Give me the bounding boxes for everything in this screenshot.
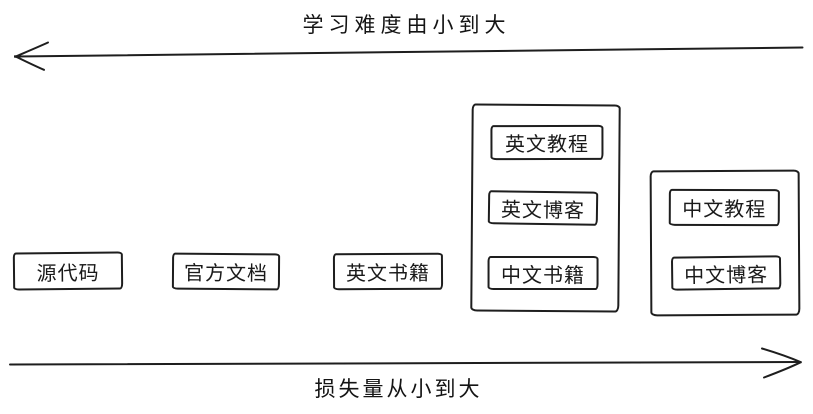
node-chinese-tutorials: 中文教程: [668, 188, 780, 227]
group-box-2: 中文教程 中文博客: [649, 169, 801, 317]
node-chinese-blogs: 中文博客: [670, 255, 782, 291]
node-chinese-books: 中文书籍: [487, 255, 599, 290]
node-english-tutorials: 英文教程: [490, 124, 604, 161]
node-official-docs: 官方文档: [171, 252, 281, 291]
node-label: 英文书籍: [345, 262, 431, 286]
node-label: 中文博客: [684, 263, 769, 288]
node-label: 中文教程: [682, 198, 767, 222]
top-axis-label: 学习难度由小到大: [302, 14, 511, 37]
node-label: 英文教程: [504, 133, 589, 157]
group-box-1: 英文教程 英文博客 中文书籍: [470, 103, 621, 313]
node-english-books: 英文书籍: [332, 252, 444, 291]
node-label: 中文书籍: [501, 264, 586, 287]
node-label: 英文博客: [500, 198, 586, 223]
node-english-blogs: 英文博客: [487, 190, 599, 226]
node-source-code: 源代码: [12, 251, 124, 291]
left-arrow: [14, 41, 804, 71]
bottom-axis-label: 损失量从小到大: [314, 378, 483, 401]
node-label: 源代码: [36, 262, 100, 285]
node-label: 官方文档: [183, 262, 269, 286]
